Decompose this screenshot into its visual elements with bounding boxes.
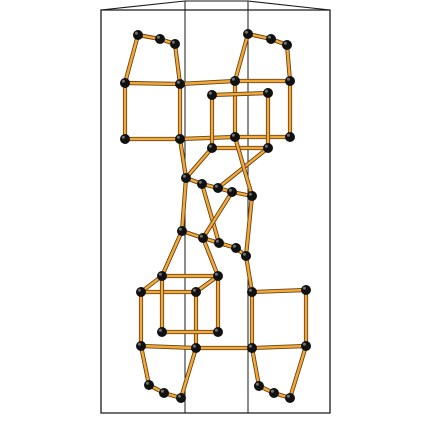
bond xyxy=(209,90,271,98)
atom xyxy=(207,143,217,153)
bond xyxy=(177,134,238,142)
atom xyxy=(269,388,279,398)
atom xyxy=(285,76,295,86)
atom xyxy=(285,393,295,403)
atom xyxy=(282,40,292,50)
atom xyxy=(301,341,311,351)
atom xyxy=(241,251,251,261)
atom xyxy=(120,78,130,88)
unit-cell-top-edge xyxy=(247,0,331,11)
atom xyxy=(227,187,237,197)
atom xyxy=(175,134,185,144)
bond xyxy=(177,136,189,181)
bond xyxy=(199,181,222,246)
atom xyxy=(191,287,201,297)
atom xyxy=(198,233,208,243)
atom xyxy=(266,34,276,44)
bond xyxy=(249,343,309,351)
unit-cell-top-edge xyxy=(100,0,186,11)
bond xyxy=(122,80,183,87)
bond xyxy=(183,145,215,181)
bond xyxy=(172,41,183,87)
atom xyxy=(120,134,130,144)
atom xyxy=(214,238,224,248)
atom xyxy=(213,183,223,193)
atom xyxy=(247,343,257,353)
bond xyxy=(200,189,235,241)
atom xyxy=(263,143,273,153)
atom xyxy=(191,343,201,353)
bond-layer xyxy=(122,31,309,401)
bond xyxy=(284,42,293,84)
atom xyxy=(136,341,146,351)
bond xyxy=(243,253,255,295)
bond xyxy=(159,228,185,279)
bond xyxy=(200,235,221,279)
bond xyxy=(232,134,255,199)
bond xyxy=(249,345,262,389)
atom xyxy=(263,88,273,98)
atom xyxy=(213,271,223,281)
atom xyxy=(197,179,207,189)
bond xyxy=(177,78,238,87)
atom xyxy=(133,30,143,40)
atom xyxy=(177,226,187,236)
atom xyxy=(230,76,240,86)
atom xyxy=(159,388,169,398)
atom xyxy=(230,132,240,142)
atom xyxy=(243,29,253,39)
atom xyxy=(207,90,217,100)
atom xyxy=(247,287,257,297)
atom xyxy=(176,393,186,403)
atom xyxy=(181,173,191,183)
atom xyxy=(157,327,167,337)
bond xyxy=(138,343,152,388)
atom xyxy=(247,191,257,201)
bond xyxy=(138,343,199,351)
bond xyxy=(243,193,255,259)
atom xyxy=(285,132,295,142)
atom xyxy=(175,79,185,89)
atom xyxy=(301,285,311,295)
atom xyxy=(144,380,154,390)
unit-cell-front-face xyxy=(100,9,331,414)
bond xyxy=(122,32,141,86)
atom xyxy=(136,287,146,297)
bond xyxy=(249,287,309,295)
atom xyxy=(157,271,167,281)
atom xyxy=(155,34,165,44)
atom xyxy=(254,381,264,391)
bond xyxy=(179,175,189,234)
atom xyxy=(231,243,241,253)
bond xyxy=(232,31,251,84)
bond xyxy=(287,343,309,401)
unit-cell-front-edges xyxy=(100,0,331,414)
atom-layer xyxy=(120,29,311,403)
bond xyxy=(178,345,199,401)
atom xyxy=(213,327,223,337)
atom xyxy=(170,39,180,49)
